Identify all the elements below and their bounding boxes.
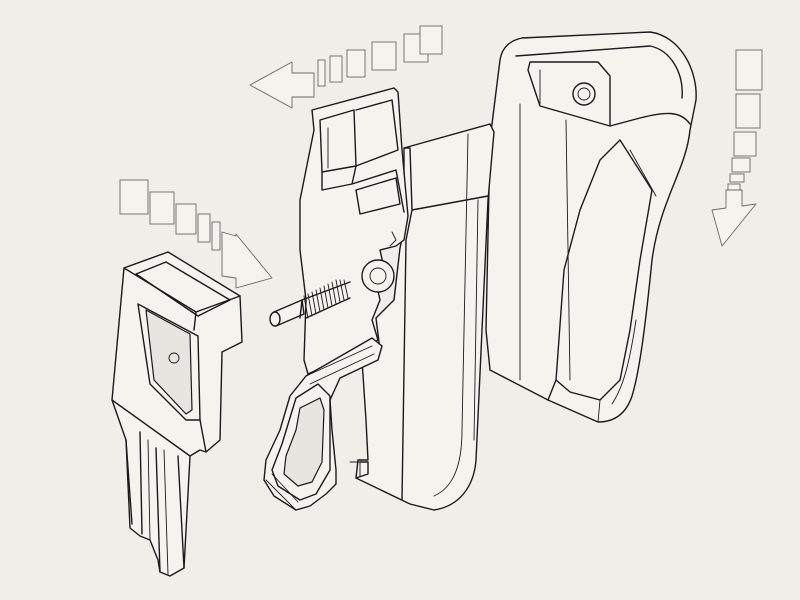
arrow-left-top xyxy=(249,25,443,109)
spring-pin xyxy=(269,279,351,327)
latch-lever xyxy=(263,337,383,511)
housing-shell xyxy=(485,31,697,423)
arrow-down-right xyxy=(711,49,763,247)
forked-clip xyxy=(111,251,243,577)
coil-spring xyxy=(301,279,351,319)
arrow-right-left xyxy=(119,179,273,289)
main-body xyxy=(349,123,495,511)
